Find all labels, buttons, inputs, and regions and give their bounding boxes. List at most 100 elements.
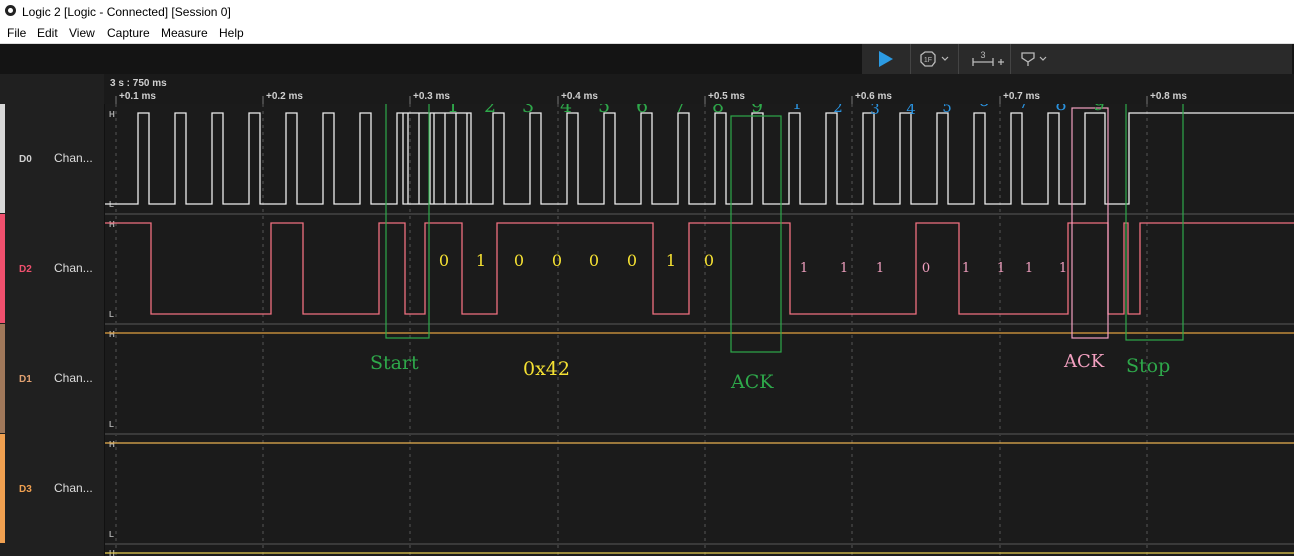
time-tick-label: +0.7 ms <box>1003 91 1040 102</box>
clock-count-label: 6 <box>978 104 989 111</box>
app-logo-icon <box>5 5 16 16</box>
clock-count-label: 3 <box>870 104 880 118</box>
menu-view[interactable]: View <box>69 26 95 40</box>
marker-button[interactable] <box>1010 44 1059 74</box>
time-tick-label: +0.1 ms <box>119 91 156 102</box>
decoded-bit-label: 1 <box>1025 261 1033 276</box>
low-level-label: L <box>109 420 114 429</box>
stop-condition-box <box>1125 104 1184 341</box>
channel-name[interactable]: Chan... <box>54 371 93 385</box>
channel-color-d0 <box>0 104 5 213</box>
toolbar: 1F 3 <box>0 44 1294 74</box>
decoded-bit-label: 1 <box>1059 261 1067 276</box>
channel-name[interactable]: Chan... <box>54 261 93 275</box>
time-tick-label: +0.6 ms <box>855 91 892 102</box>
channel-row-d2[interactable]: D2 Chan... <box>0 214 104 323</box>
channel-sidebar: D0 Chan... D2 Chan... D1 Chan... D3 Chan… <box>0 74 105 556</box>
menu-measure[interactable]: Measure <box>161 26 208 40</box>
clock-count-label: 9 <box>1093 104 1104 115</box>
menu-help[interactable]: Help <box>219 26 244 40</box>
decoded-bit-label: 1 <box>666 251 676 270</box>
trigger-icon: 1F <box>920 51 949 67</box>
row-divider <box>105 543 1294 545</box>
menu-edit[interactable]: Edit <box>37 26 58 40</box>
decoded-bit-label: 1 <box>997 261 1005 276</box>
channel-row-d0[interactable]: D0 Chan... <box>0 104 104 213</box>
title-bar: Logic 2 [Logic - Connected] [Session 0] <box>0 0 1294 23</box>
channel-color-d1 <box>0 324 5 433</box>
channel-color-d2 <box>0 214 5 323</box>
decoded-bit-label: 1 <box>962 261 970 276</box>
time-tick-label: +0.2 ms <box>266 91 303 102</box>
time-tick-label: +0.3 ms <box>413 91 450 102</box>
channel-name[interactable]: Chan... <box>54 481 93 495</box>
ack2-label: ACK <box>1063 351 1105 372</box>
marker-icon <box>1021 52 1047 66</box>
clock-count-label: 8 <box>712 104 724 117</box>
trigger-button[interactable]: 1F <box>910 44 959 74</box>
high-level-label: H <box>109 440 115 449</box>
measure-button[interactable]: 3 <box>958 44 1011 74</box>
start-capture-button[interactable] <box>862 44 910 74</box>
channel-row-d3[interactable]: D3 Chan... <box>0 434 104 543</box>
row-divider <box>105 213 1294 215</box>
time-ruler[interactable]: 3 s : 750 ms +0.1 ms +0.2 ms +0.3 ms +0.4 m… <box>104 74 1294 104</box>
clock-count-label: 3 <box>522 104 534 117</box>
svg-text:3: 3 <box>980 50 985 60</box>
time-tick-label: +0.5 ms <box>708 91 745 102</box>
waveform-d2 <box>105 222 1294 315</box>
play-icon <box>879 51 893 67</box>
channel-id: D2 <box>19 264 32 275</box>
time-tick-label: +0.8 ms <box>1150 91 1187 102</box>
decoded-bit-label: 0 <box>439 251 449 270</box>
clock-count-label: 8 <box>1055 104 1066 115</box>
low-level-label: L <box>109 310 114 319</box>
address-hex-label: 0x42 <box>523 358 570 380</box>
channel-id: D0 <box>19 154 32 165</box>
low-level-label: L <box>109 530 114 539</box>
svg-text:1F: 1F <box>924 57 932 64</box>
waveform-d0 <box>105 112 1294 205</box>
clock-count-label: 4 <box>560 104 572 117</box>
clock-count-label: 7 <box>1018 104 1029 113</box>
clock-count-label: 4 <box>906 104 916 118</box>
capture-controls: 1F 3 <box>862 44 1292 74</box>
time-tick-label: +0.4 ms <box>561 91 598 102</box>
menu-capture[interactable]: Capture <box>107 26 150 40</box>
decoded-bit-label: 0 <box>704 251 714 270</box>
clock-count-label: 5 <box>942 104 952 116</box>
row-divider <box>105 323 1294 325</box>
menu-bar: File Edit View Capture Measure Help <box>0 23 1294 44</box>
stop-label: Stop <box>1126 355 1170 377</box>
channel-name[interactable]: Chan... <box>54 151 93 165</box>
decoded-bit-label: 0 <box>922 261 930 276</box>
clock-count-label: 1 <box>792 104 802 113</box>
clock-count-label: 2 <box>484 104 496 117</box>
clock-count-label: 5 <box>598 104 610 117</box>
decoded-bit-label: 1 <box>800 261 808 276</box>
start-label: Start <box>370 352 419 374</box>
high-level-label: H <box>109 110 115 119</box>
channel-row-d1[interactable]: D1 Chan... <box>0 324 104 433</box>
high-level-label: H <box>109 330 115 339</box>
row-divider <box>105 433 1294 435</box>
decoded-bit-label: 0 <box>552 251 562 270</box>
measure-icon: 3 <box>972 50 1004 66</box>
decoded-bit-label: 1 <box>876 261 884 276</box>
menu-file[interactable]: File <box>7 26 27 40</box>
channel-color-d3 <box>0 434 5 543</box>
start-condition-box <box>385 104 430 339</box>
waveform-area[interactable]: HLHLHLHLH Start 0x42 ACK ACK Stop 123456… <box>105 104 1294 556</box>
clock-count-label: 2 <box>833 104 843 116</box>
ack1-box <box>730 115 782 353</box>
window-title: Logic 2 [Logic - Connected] [Session 0] <box>22 5 231 19</box>
clock-count-label: 7 <box>674 104 686 117</box>
time-offset-label: 3 s : 750 ms <box>110 78 167 89</box>
ack2-box <box>1071 107 1109 339</box>
channel-id: D3 <box>19 484 32 495</box>
decoded-bit-label: 1 <box>476 251 486 270</box>
decoded-bit-label: 0 <box>514 251 524 270</box>
decoded-bit-label: 1 <box>840 261 848 276</box>
clock-count-label: 6 <box>636 104 648 117</box>
clock-count-label: 9 <box>751 104 763 117</box>
